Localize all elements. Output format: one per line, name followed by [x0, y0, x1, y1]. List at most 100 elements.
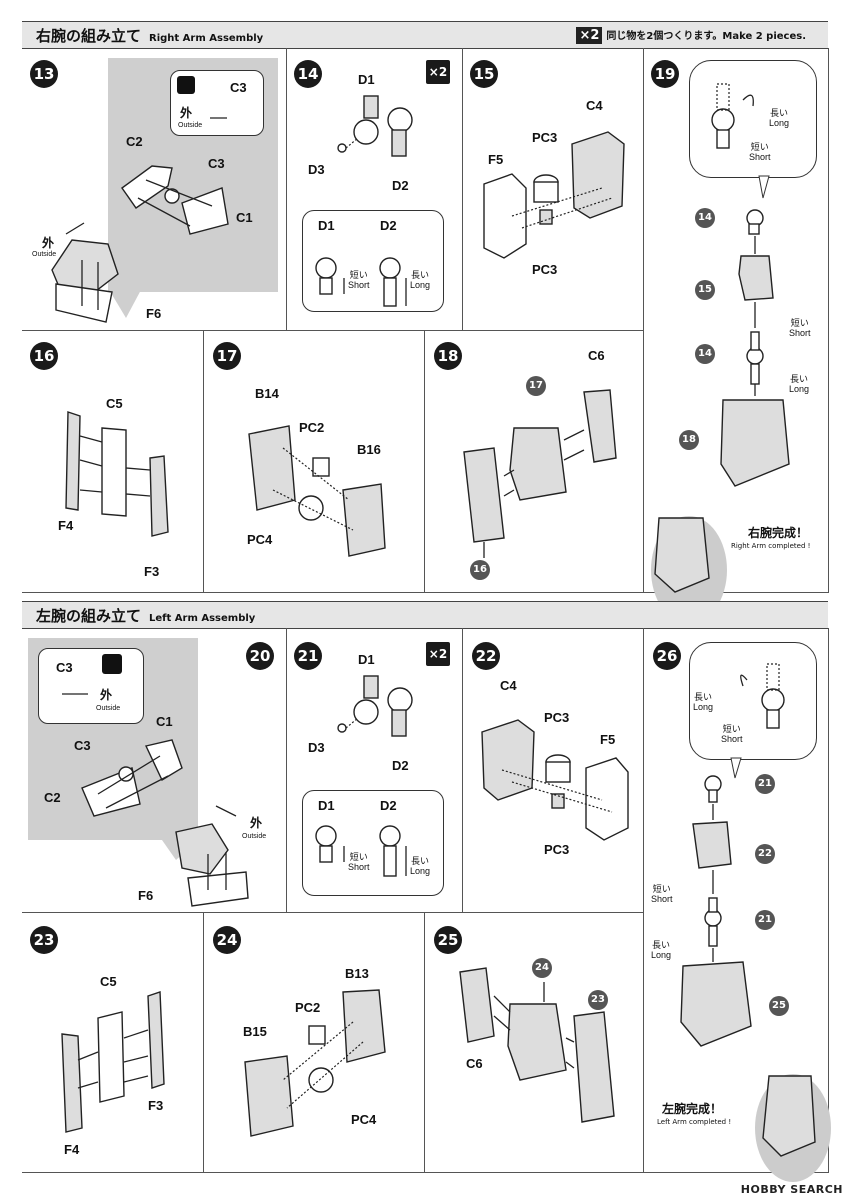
- outside-label-en: Outside: [32, 251, 57, 258]
- part-label: C3: [56, 660, 73, 675]
- watermark: HOBBY SEARCH: [740, 1183, 843, 1196]
- part-label: D3: [308, 162, 325, 177]
- part-label: D1: [358, 652, 375, 667]
- outside-label-en: Outside: [242, 833, 267, 840]
- part-label: D1: [318, 798, 335, 813]
- ref-step: 21: [755, 910, 775, 930]
- outside-label: 外: [250, 816, 263, 830]
- part-label: C2: [44, 790, 61, 805]
- step-23-diagram: [61, 991, 165, 1133]
- outside-label-en: Outside: [178, 122, 203, 129]
- step-number: 21: [294, 642, 322, 670]
- part-label: B16: [357, 442, 381, 457]
- part-label: PC2: [299, 420, 325, 435]
- part-label: F5: [488, 152, 504, 167]
- step-18-panel: 18 C6 17 16: [424, 330, 644, 593]
- ref-step: 16: [470, 560, 490, 580]
- step-number: 14: [294, 60, 322, 88]
- c3-part: [164, 188, 180, 204]
- outside-label: 外: [180, 106, 193, 120]
- x2-badge: ×2: [426, 60, 450, 84]
- ref-step: 23: [588, 990, 608, 1010]
- part-label: C6: [466, 1056, 483, 1071]
- step-26-diagram: [680, 663, 831, 1182]
- rotation-callout: [689, 60, 817, 178]
- step-number: 19: [651, 60, 679, 88]
- step-17-diagram: [248, 425, 386, 557]
- step-24-diagram: [244, 989, 386, 1137]
- part-label: F6: [138, 888, 154, 903]
- ref-step: 14: [695, 208, 715, 228]
- step-number: 15: [470, 60, 498, 88]
- step-number: 25: [434, 926, 462, 954]
- part-label: C1: [156, 714, 173, 729]
- complete-label-en: Right Arm completed !: [731, 542, 811, 550]
- step-number: 24: [213, 926, 241, 954]
- part-label: C3: [74, 738, 91, 753]
- step-number: 13: [30, 60, 58, 88]
- tool-icon: [177, 76, 195, 94]
- part-label: F4: [58, 518, 74, 533]
- outside-label-en: Outside: [96, 705, 121, 712]
- part-label: C5: [106, 396, 123, 411]
- rotation-callout: [689, 642, 817, 760]
- step-13-panel: 13 C3 外 Outside C2 C3 C1 外 Outside F6: [22, 48, 287, 331]
- part-label: B13: [345, 966, 369, 981]
- part-label: C5: [100, 974, 117, 989]
- step-23-panel: 23 C5 F3 F4: [22, 912, 204, 1173]
- part-label: B14: [255, 386, 279, 401]
- tool-icon: [102, 654, 122, 674]
- ref-step: 22: [755, 844, 775, 864]
- part-label: F3: [144, 564, 160, 579]
- part-label: D3: [308, 740, 325, 755]
- step-17-panel: 17 B14 PC2 B16 PC4: [203, 330, 425, 593]
- part-label: C3: [208, 156, 225, 171]
- step-24-panel: 24 B13 PC2 B15 PC4: [203, 912, 425, 1173]
- step-18-diagram: [463, 389, 617, 558]
- complete-label: 左腕完成！: [661, 1102, 722, 1116]
- complete-label: 右腕完成！: [747, 526, 808, 540]
- outside-label: 外: [42, 236, 55, 250]
- step-15-panel: 15 C4 PC3 F5 PC3: [462, 48, 644, 331]
- step-15-diagram: [483, 131, 625, 259]
- ref-step: 15: [695, 280, 715, 300]
- outside-label: 外: [100, 688, 113, 702]
- step-14-diagram: [315, 95, 413, 307]
- step-number: 16: [30, 342, 58, 370]
- step-16-panel: 16 C5 F4 F3: [22, 330, 204, 593]
- part-label: D1: [318, 218, 335, 233]
- step-22-diagram: [481, 719, 629, 841]
- part-label: F4: [64, 1142, 80, 1157]
- part-label: D2: [380, 798, 397, 813]
- step-number: 18: [434, 342, 462, 370]
- step-19-diagram: [651, 83, 790, 624]
- part-label: PC3: [544, 710, 570, 725]
- part-label: F6: [146, 306, 162, 321]
- part-label: D2: [380, 218, 397, 233]
- length-callout: [302, 210, 444, 312]
- length-callout: [302, 790, 444, 896]
- ref-step: 17: [526, 376, 546, 396]
- part-label: PC2: [295, 1000, 321, 1015]
- step-22-panel: 22 C4 PC3 F5 PC3: [462, 628, 644, 913]
- ref-step: 24: [532, 958, 552, 978]
- part-label: PC3: [532, 262, 558, 277]
- part-label: D1: [358, 72, 375, 87]
- step-number: 20: [246, 642, 274, 670]
- ref-step: 18: [679, 430, 699, 450]
- part-label: F5: [600, 732, 616, 747]
